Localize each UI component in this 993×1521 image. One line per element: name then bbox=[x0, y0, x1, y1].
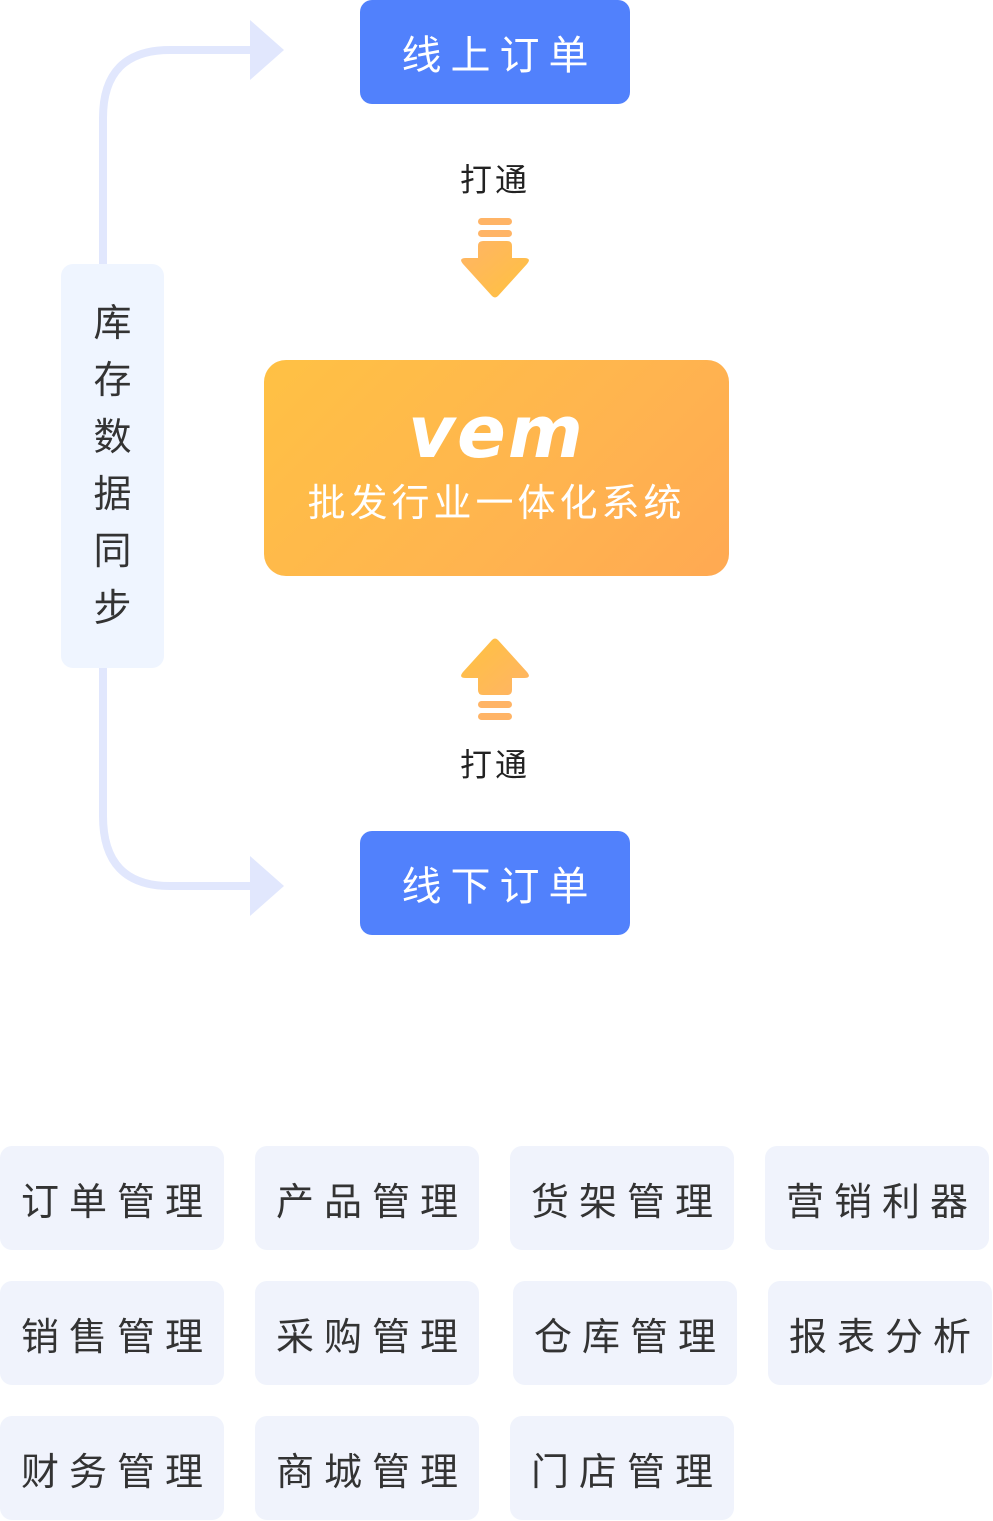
core-system-subtitle: 批发行业一体化系统 bbox=[307, 481, 686, 525]
module-warehouse-management[interactable]: 仓库管理 bbox=[513, 1281, 737, 1385]
sync-label-char: 库 bbox=[93, 301, 132, 345]
module-finance-management[interactable]: 财务管理 bbox=[0, 1416, 224, 1520]
arrow-down-icon bbox=[461, 218, 529, 298]
module-sales-management[interactable]: 销售管理 bbox=[0, 1281, 224, 1385]
module-marketing-tools[interactable]: 营销利器 bbox=[765, 1146, 989, 1250]
module-store-management[interactable]: 门店管理 bbox=[510, 1416, 734, 1520]
link-label-top: 打通 bbox=[459, 161, 530, 199]
core-system-node: vem 批发行业一体化系统 bbox=[264, 360, 729, 576]
sync-label-char: 步 bbox=[93, 586, 132, 630]
offline-order-node: 线下订单 bbox=[360, 831, 630, 935]
online-order-label: 线上订单 bbox=[401, 33, 598, 79]
module-order-management[interactable]: 订单管理 bbox=[0, 1146, 224, 1250]
module-purchase-management[interactable]: 采购管理 bbox=[255, 1281, 479, 1385]
brand-logo: vem bbox=[408, 390, 585, 474]
module-product-management[interactable]: 产品管理 bbox=[255, 1146, 479, 1250]
offline-order-label: 线下订单 bbox=[401, 864, 598, 910]
sync-connector bbox=[99, 20, 529, 916]
module-mall-management[interactable]: 商城管理 bbox=[255, 1416, 479, 1520]
sync-label-char: 存 bbox=[93, 358, 132, 402]
module-report-analysis[interactable]: 报表分析 bbox=[768, 1281, 992, 1385]
sync-line-bottom bbox=[99, 668, 284, 916]
sync-label-char: 据 bbox=[93, 472, 132, 516]
arrow-up-icon bbox=[461, 638, 529, 720]
sync-label-char: 数 bbox=[93, 415, 132, 459]
online-order-node: 线上订单 bbox=[360, 0, 630, 104]
sync-line-top bbox=[99, 20, 284, 264]
arrow-right-icon bbox=[250, 20, 284, 80]
module-shelf-management[interactable]: 货架管理 bbox=[510, 1146, 734, 1250]
link-label-bottom: 打通 bbox=[459, 746, 530, 784]
sync-label-char: 同 bbox=[93, 529, 132, 573]
inventory-sync-label: 库 存 数 据 同 步 bbox=[61, 264, 164, 668]
arrow-right-icon bbox=[250, 856, 284, 916]
